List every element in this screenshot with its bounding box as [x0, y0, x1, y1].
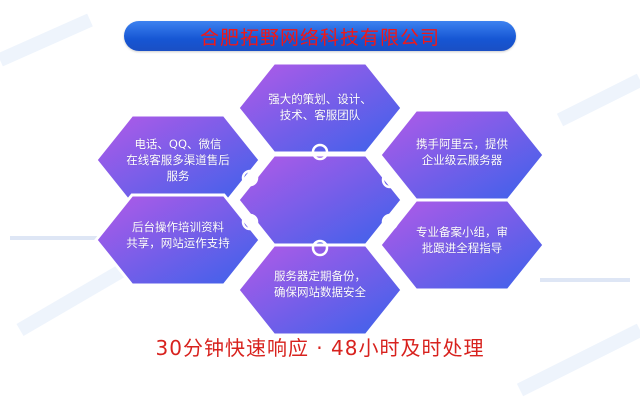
hex-label-lower-left: 后台操作培训资料 共享，网站运作支持 [126, 220, 230, 250]
puzzle-connector-2 [241, 169, 259, 187]
puzzle-connector-1 [311, 239, 329, 257]
hexagon-top [236, 61, 404, 155]
hex-label-lower-right: 专业备案小组，审 批跟进全程指导 [416, 225, 508, 255]
puzzle-connector-0 [311, 143, 329, 161]
response-time-tagline: 30分钟快速响应 · 48小时及时处理 [155, 336, 485, 360]
puzzle-connector-4 [381, 171, 399, 189]
hexagon-lower-left [94, 193, 262, 287]
hex-label-upper-right: 携手阿里云，提供 企业级云服务器 [416, 137, 508, 167]
puzzle-connector-5 [381, 213, 399, 231]
hex-label-top: 强大的策划、设计、 技术、客服团队 [268, 92, 372, 122]
hexagon-center [236, 153, 404, 247]
puzzle-connector-3 [241, 213, 259, 231]
hex-label-bottom: 服务器定期备份， 确保网站数据安全 [274, 269, 366, 299]
company-title: 合肥拓野网络科技有限公司 [199, 26, 440, 49]
company-title-banner: 合肥拓野网络科技有限公司 [124, 21, 516, 51]
hex-label-upper-left: 电话、QQ、微信 在线客服多渠道售后 服务 [126, 137, 230, 183]
hexagon-bottom [236, 243, 404, 337]
hexagon-lower-right [378, 198, 546, 292]
